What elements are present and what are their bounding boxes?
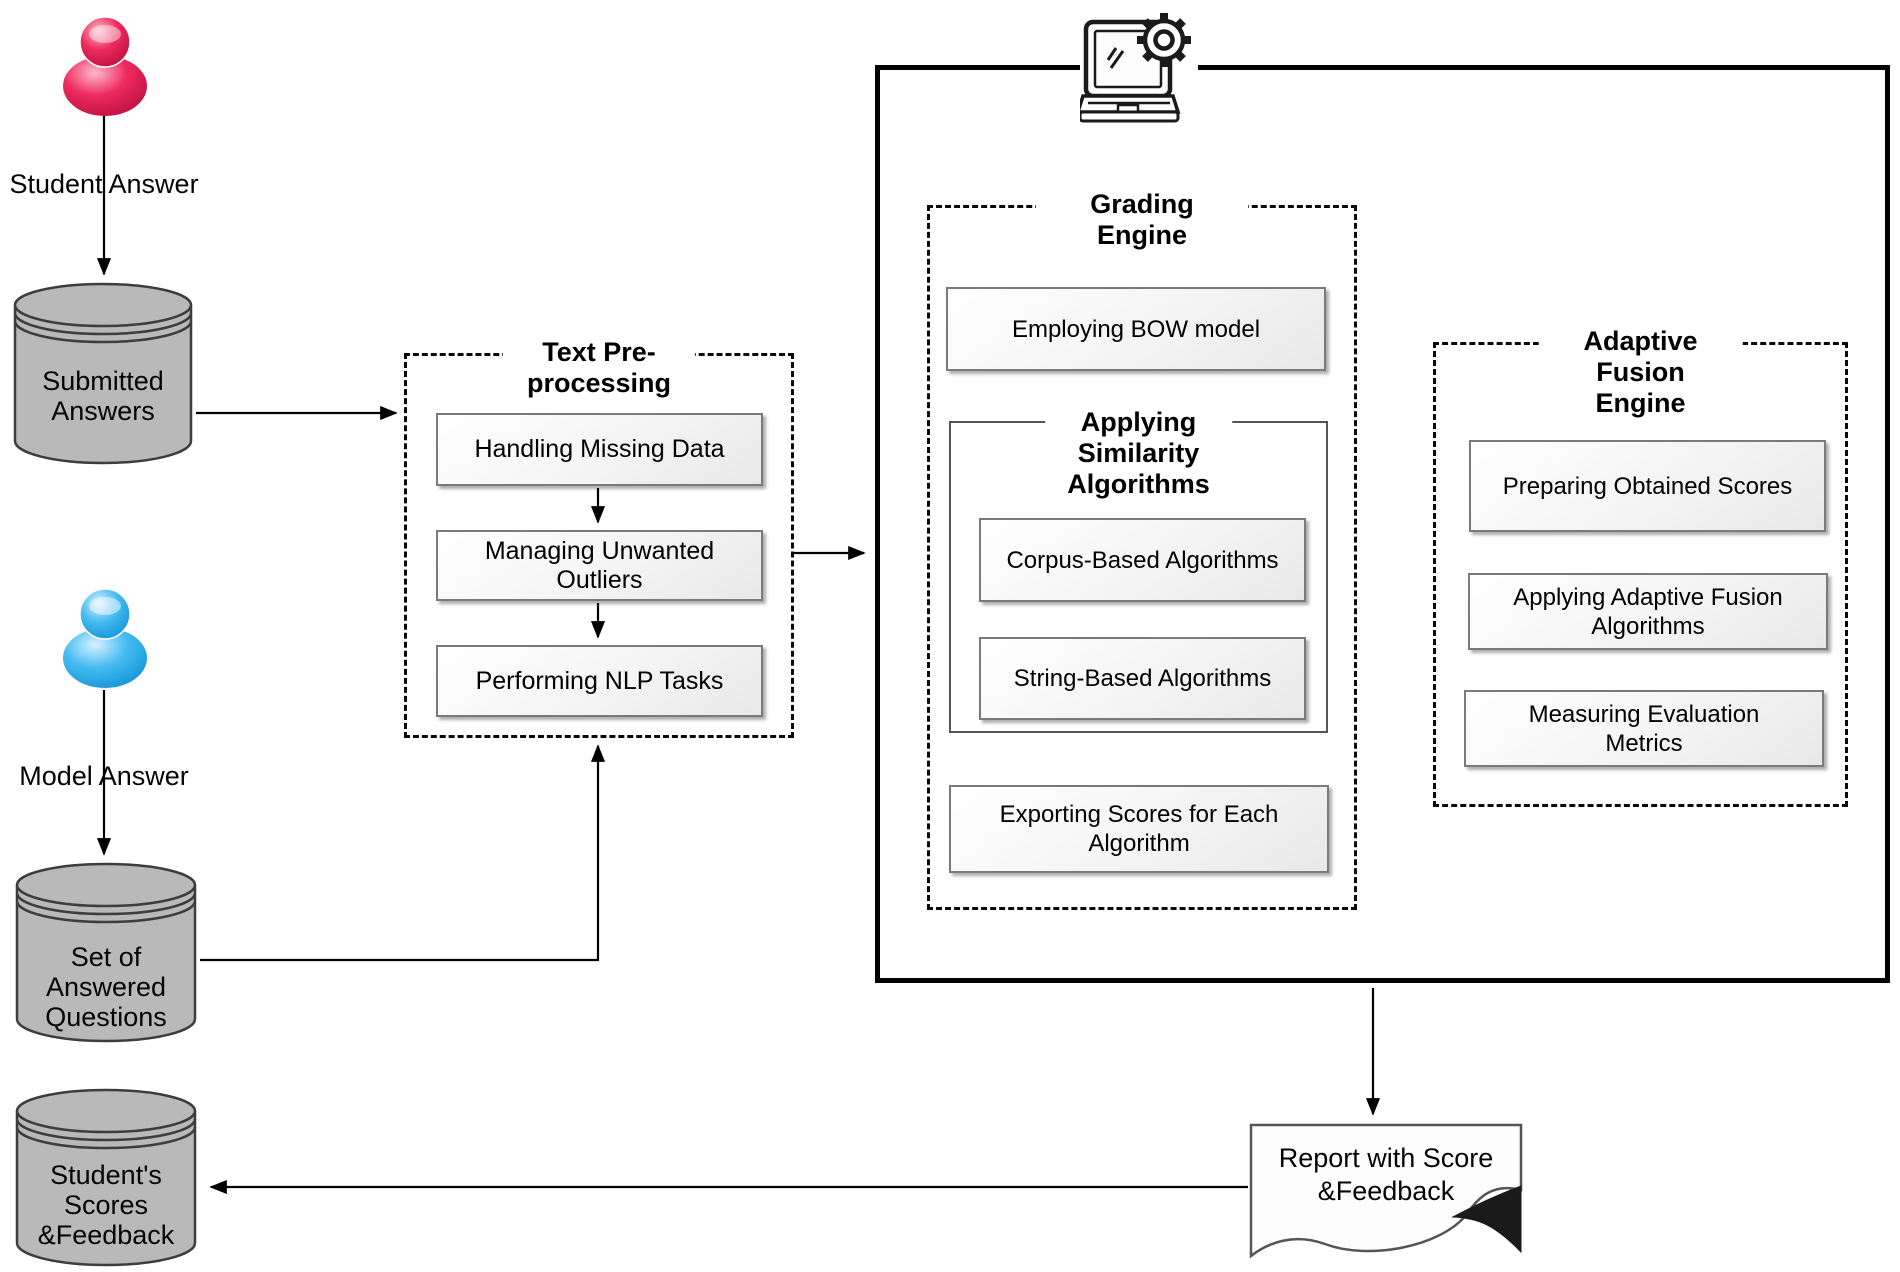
step-applying-adaptive-fusion: Applying Adaptive Fusion Algorithms <box>1468 573 1828 650</box>
database-cylinder-answered <box>15 862 197 1043</box>
similarity-algorithms-title: Applying Similarity Algorithms <box>1044 407 1233 500</box>
grading-system-box: Grading Engine Employing BOW model Apply… <box>875 2 1890 983</box>
model-answer-label: Model Answer <box>19 761 189 791</box>
step-managing-unwanted-outliers: Managing Unwanted Outliers <box>436 530 763 601</box>
step-corpus-based-algorithms: Corpus-Based Algorithms <box>979 518 1306 602</box>
connector-answered-to-preprocessing <box>200 744 606 962</box>
grading-engine-group: Grading Engine Employing BOW model Apply… <box>927 189 1357 910</box>
laptop-gear-icon <box>1080 2 1198 126</box>
step-measuring-evaluation-metrics: Measuring Evaluation Metrics <box>1464 690 1824 767</box>
step-preparing-obtained-scores: Preparing Obtained Scores <box>1469 440 1826 532</box>
adaptive-fusion-engine-group: Adaptive Fusion Engine Preparing Obtaine… <box>1433 326 1848 807</box>
student-answer-label: Student Answer <box>9 169 199 199</box>
grading-engine-title: Grading Engine <box>1036 189 1248 251</box>
submitted-answers-label: Submitted Answers <box>42 366 164 426</box>
preprocessing-title: Text Pre-processing <box>503 337 695 399</box>
adaptive-fusion-engine-title: Adaptive Fusion Engine <box>1538 326 1743 419</box>
preprocessing-group: Text Pre-processing Handling Missing Dat… <box>404 337 794 738</box>
database-cylinder-scores <box>15 1088 197 1267</box>
step-exporting-scores: Exporting Scores for Each Algorithm <box>949 785 1329 873</box>
scores-feedback-label: Student's Scores &Feedback <box>37 1160 175 1250</box>
step-string-based-algorithms: String-Based Algorithms <box>979 637 1306 720</box>
report-label: Report with Score &Feedback <box>1278 1143 1494 1206</box>
answered-questions-label: Set of Answered Questions <box>45 942 167 1032</box>
step-handling-missing-data: Handling Missing Data <box>436 413 763 486</box>
report-document-shape <box>1249 1123 1523 1259</box>
database-cylinder-submitted <box>13 282 193 465</box>
similarity-algorithms-group: Applying Similarity Algorithms Corpus-Ba… <box>949 407 1328 733</box>
person-icon-red <box>63 16 147 116</box>
step-employing-bow-model: Employing BOW model <box>946 287 1326 371</box>
step-performing-nlp-tasks: Performing NLP Tasks <box>436 645 763 717</box>
person-icon-blue <box>63 588 147 688</box>
